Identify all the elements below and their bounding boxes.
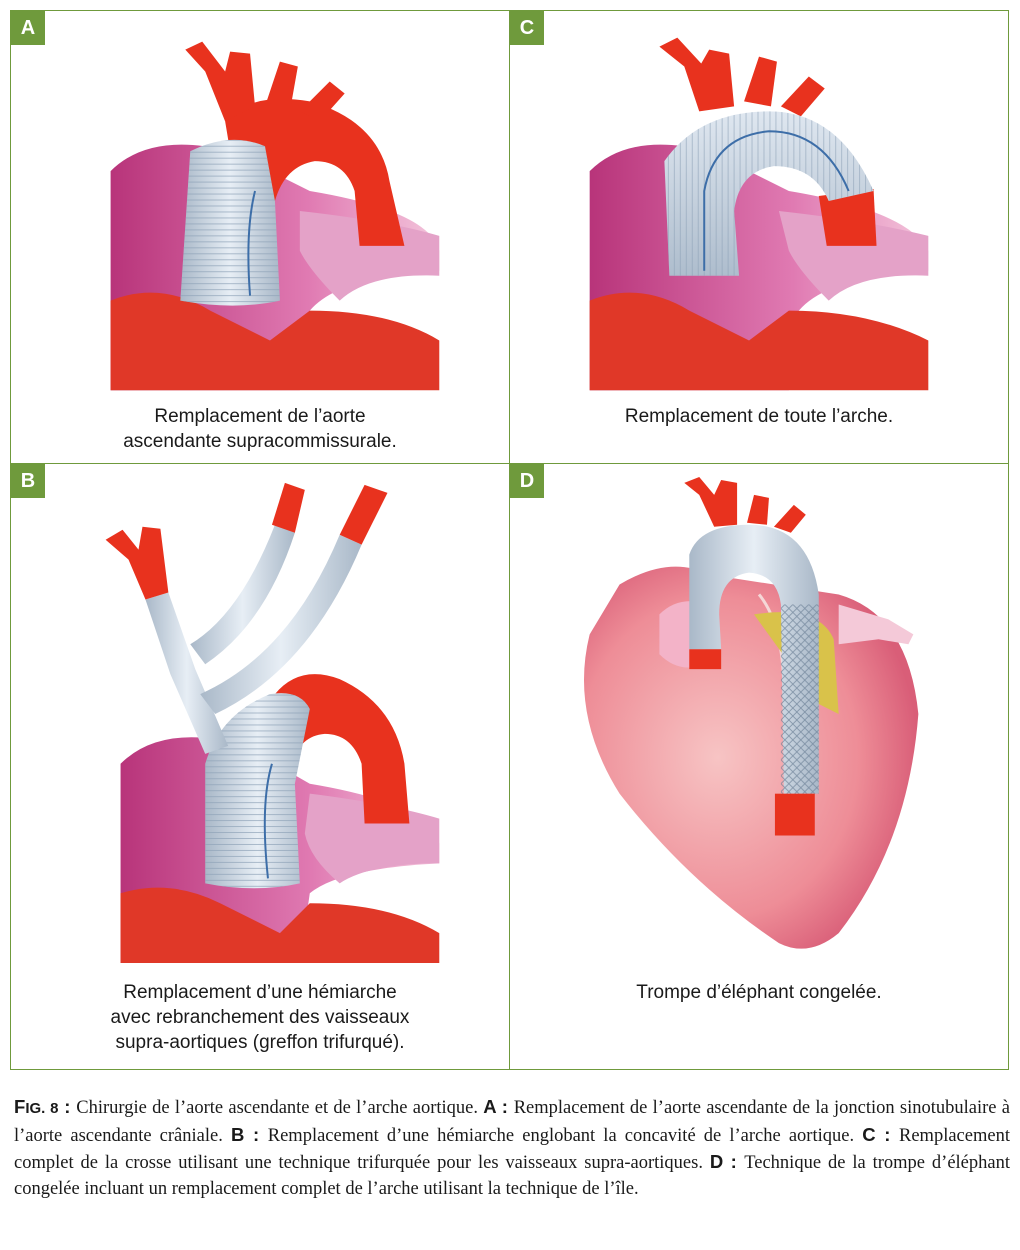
- panel-b-caption: Remplacement d’une hémiarche avec rebran…: [11, 980, 509, 1055]
- figure-label-colon: :: [58, 1096, 77, 1117]
- panel-a-caption-line: ascendante supracommissurale.: [123, 431, 397, 452]
- caption-key-c: C :: [862, 1124, 899, 1145]
- panel-c-illustration: [589, 37, 929, 391]
- panel-d-illustration: [583, 476, 919, 949]
- panel-b: B Remplacement d’une hémiarche avec rebr…: [10, 463, 510, 1070]
- panel-c-caption: Remplacement de toute l’arche.: [510, 404, 1008, 429]
- panel-b-caption-line: avec rebranchement des vaisseaux: [110, 1007, 410, 1028]
- caption-key-b: B :: [230, 1124, 268, 1145]
- caption-key-a: A :: [483, 1096, 514, 1117]
- panel-a-badge: A: [11, 11, 45, 45]
- figure-label-rest: IG. 8: [25, 1100, 59, 1117]
- figure-label-first: F: [14, 1096, 26, 1117]
- panel-c: C Remplacement de toute l’arche.: [509, 10, 1009, 464]
- caption-text-d: Technique de la trompe d’éléphant congel…: [14, 1153, 1010, 1199]
- caption-text-a: Remplacement de l’aorte ascendante de la…: [14, 1098, 1010, 1146]
- figure-label: FIG. 8 :: [14, 1096, 76, 1117]
- caption-text-b: Remplacement d’une hémiarche englobant l…: [267, 1126, 863, 1146]
- panel-a-illustration: [110, 41, 440, 391]
- panel-d: D Trompe d’éléphant congelée.: [509, 463, 1009, 1070]
- panel-b-badge: B: [11, 464, 45, 498]
- figure-intro: Chirurgie de l’aorte ascendante et de l’…: [76, 1098, 484, 1118]
- caption-key-d: D :: [709, 1151, 745, 1172]
- panel-a-caption-line: Remplacement de l’aorte: [154, 406, 366, 427]
- panel-b-caption-line: supra-aortiques (greffon trifurqué).: [115, 1032, 405, 1053]
- panel-a: A Remplacement de l’aorte ascendante sup…: [10, 10, 510, 464]
- panel-b-caption-line: Remplacement d’une hémiarche: [123, 982, 397, 1003]
- figure-caption: FIG. 8 : Chirurgie de l’aorte ascendante…: [14, 1094, 1010, 1202]
- panel-b-illustration: [105, 482, 440, 963]
- panel-a-caption: Remplacement de l’aorte ascendante supra…: [11, 404, 509, 454]
- panel-c-caption-line: Remplacement de toute l’arche.: [624, 406, 894, 427]
- panel-d-badge: D: [510, 464, 544, 498]
- panel-d-caption: Trompe d’éléphant congelée.: [510, 980, 1008, 1005]
- panel-d-caption-line: Trompe d’éléphant congelée.: [636, 982, 882, 1003]
- caption-text-c: Remplacement complet de la crosse utilis…: [14, 1126, 1010, 1173]
- panel-c-badge: C: [510, 11, 544, 45]
